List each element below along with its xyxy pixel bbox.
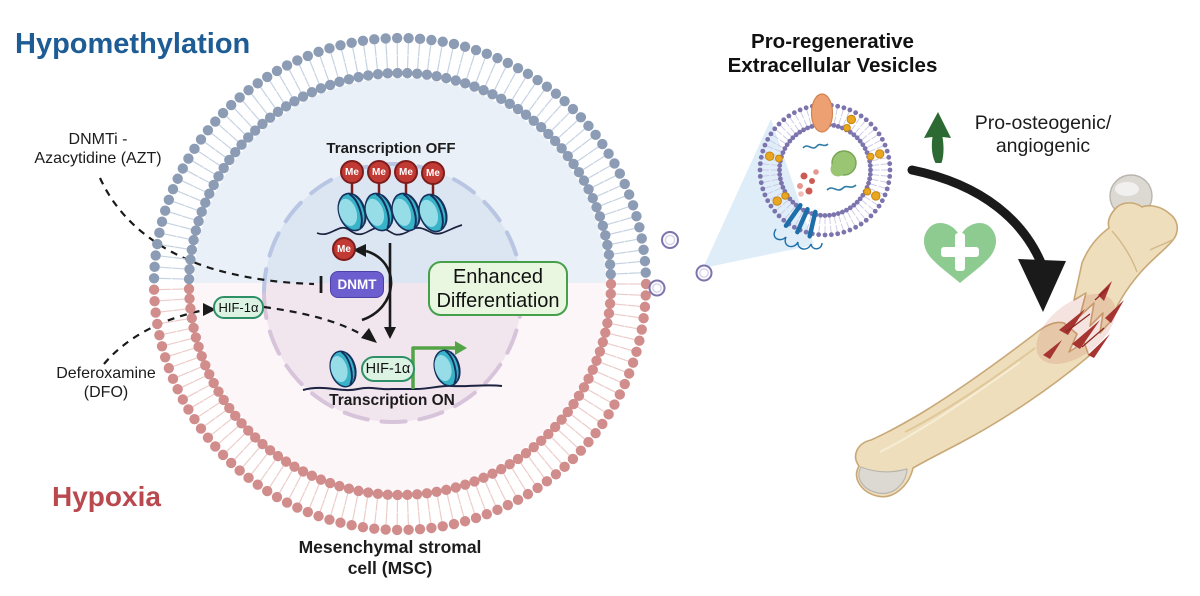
magnifier-cone-icon xyxy=(703,119,814,268)
me-methyl-badge: Me xyxy=(394,160,418,184)
me-methyl-badge: Me xyxy=(340,160,364,184)
delivery-arrow-icon xyxy=(907,165,1066,312)
msc-line1: Mesenchymal stromal xyxy=(298,537,482,557)
msc-cell-membrane xyxy=(148,32,652,536)
transcription-on-label: Transcription ON xyxy=(329,392,455,409)
dna-strand-on xyxy=(302,384,503,391)
hypoxia-label: Hypoxia xyxy=(52,481,161,512)
outcome-label: Pro-osteogenic/ angiogenic xyxy=(956,112,1130,158)
dfo-line2: (DFO) xyxy=(83,383,129,401)
ev-title-line1: Pro-regenerative xyxy=(751,30,914,53)
enhanced-line2: Differentiation xyxy=(436,289,560,312)
hypomethylation-label: Hypomethylation xyxy=(15,28,251,60)
fractured-bone-icon xyxy=(854,174,1179,498)
hif1a-pill-nucleus: HIF-1α xyxy=(361,356,415,382)
vesicle-proteins xyxy=(764,93,885,250)
dnmt-box: DNMT xyxy=(330,271,384,298)
enhanced-differentiation-box: Enhanced Differentiation xyxy=(428,261,568,316)
heart-plus-icon xyxy=(923,222,997,283)
dnmt-inhibition-arrow xyxy=(98,177,323,293)
ev-title: Pro-regenerative Extracellular Vesicles xyxy=(710,30,955,78)
hif1a-pill-cytoplasm: HIF-1α xyxy=(213,296,264,319)
msc-cell-label: Mesenchymal stromal cell (MSC) xyxy=(284,537,496,578)
msc-line2: cell (MSC) xyxy=(347,557,433,578)
dfo-arrow xyxy=(103,303,216,365)
dfo-line1: Deferoxamine xyxy=(56,365,156,382)
dnmti-azt-line2: Azacytidine (AZT) xyxy=(34,149,162,167)
enhanced-line1: Enhanced xyxy=(452,265,544,288)
outcome-line2: angiogenic xyxy=(995,135,1091,157)
secreted-vesicles xyxy=(648,231,713,297)
nucleosome-arrays xyxy=(329,192,461,388)
me-methyl-badge: Me xyxy=(367,160,391,184)
transcription-off-label: Transcription OFF xyxy=(326,140,456,157)
me-methyl-badge-free: Me xyxy=(332,237,356,261)
outcome-line1: Pro-osteogenic/ xyxy=(974,112,1112,134)
hif1a-translocation-arrow xyxy=(263,305,377,343)
dnmti-azt-line1: DNMTi - xyxy=(68,131,128,148)
methylation-removal-arrow xyxy=(353,244,393,322)
dfo-label: Deferoxamine (DFO) xyxy=(31,365,181,403)
me-methyl-badge: Me xyxy=(421,161,445,185)
dnmti-azt-label: DNMTi - Azacytidine (AZT) xyxy=(13,131,183,169)
up-arrow-icon xyxy=(924,112,951,163)
ev-title-line2: Extracellular Vesicles xyxy=(727,54,938,78)
